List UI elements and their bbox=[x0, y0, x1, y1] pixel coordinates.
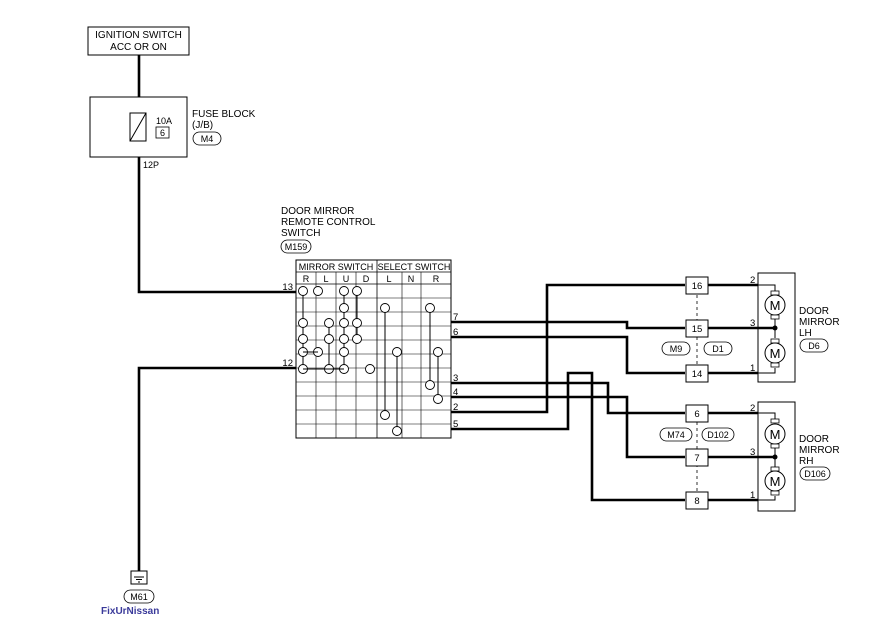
mirror-rh-label-line3: RH bbox=[799, 456, 813, 467]
mirror-lh-connector: D6 bbox=[808, 341, 820, 351]
rh-joint-connector: 6 7 8 M74 D102 bbox=[659, 404, 735, 510]
rh-joint-connector-a: M74 bbox=[667, 430, 685, 440]
svg-text:7: 7 bbox=[694, 453, 699, 464]
fuse-rating: 10A bbox=[156, 116, 172, 126]
svg-text:3: 3 bbox=[750, 447, 755, 458]
svg-text:1: 1 bbox=[750, 490, 755, 501]
lh-joint-connector-a: M9 bbox=[670, 344, 683, 354]
svg-text:8: 8 bbox=[694, 496, 699, 507]
fuse-block-terminal: 12P bbox=[143, 160, 159, 170]
svg-text:6: 6 bbox=[453, 327, 458, 338]
col-select-l: L bbox=[386, 274, 391, 284]
svg-text:16: 16 bbox=[692, 281, 703, 292]
switch-label: DOOR MIRROR REMOTE CONTROL SWITCH M159 bbox=[280, 206, 376, 254]
switch-contacts bbox=[298, 286, 443, 436]
mirror-lh-label-line1: DOOR bbox=[799, 306, 829, 317]
col-mirror-u: U bbox=[343, 274, 350, 284]
col-mirror-r: R bbox=[303, 274, 310, 284]
select-switch-header: SELECT SWITCH bbox=[378, 262, 451, 272]
ignition-switch: IGNITION SWITCH ACC OR ON bbox=[87, 26, 190, 56]
col-select-r: R bbox=[433, 274, 440, 284]
col-select-n: N bbox=[408, 274, 415, 284]
switch-label-line2: REMOTE CONTROL bbox=[281, 217, 376, 228]
switch-terminals: 13 12 7 6 3 4 2 5 bbox=[282, 282, 458, 430]
switch-label-line1: DOOR MIRROR bbox=[281, 206, 354, 217]
fuse-block-connector: M4 bbox=[201, 134, 214, 144]
col-mirror-d: D bbox=[363, 274, 370, 284]
mirror-rh-label-line1: DOOR bbox=[799, 434, 829, 445]
svg-text:3: 3 bbox=[453, 373, 458, 384]
rh-junction-dot bbox=[772, 454, 778, 460]
fuse-block: 10A 6 FUSE BLOCK (J/B) M4 12P bbox=[89, 96, 256, 170]
fuse-number: 6 bbox=[160, 128, 165, 138]
svg-text:M: M bbox=[770, 298, 781, 313]
svg-text:15: 15 bbox=[692, 324, 703, 335]
mirror-switch-header: MIRROR SWITCH bbox=[299, 262, 374, 272]
lh-joint-connector: 16 15 14 M9 D1 bbox=[661, 276, 733, 383]
mirror-lh-label-line2: MIRROR bbox=[799, 317, 840, 328]
fuse-block-label-line2: (J/B) bbox=[192, 120, 213, 131]
lh-joint-connector-b: D1 bbox=[712, 344, 724, 354]
mirror-lh-label-line3: LH bbox=[799, 328, 812, 339]
switch-connector: M159 bbox=[285, 242, 308, 252]
svg-text:4: 4 bbox=[453, 387, 458, 398]
fuse-block-label-line1: FUSE BLOCK bbox=[192, 109, 256, 120]
svg-text:12: 12 bbox=[282, 358, 293, 369]
svg-text:14: 14 bbox=[692, 369, 703, 380]
col-mirror-l: L bbox=[323, 274, 328, 284]
wiring-harness bbox=[137, 55, 775, 573]
mirror-rh-connector: D106 bbox=[804, 469, 826, 479]
svg-text:2: 2 bbox=[750, 403, 755, 414]
ignition-label-line1: IGNITION SWITCH bbox=[95, 30, 182, 41]
svg-text:2: 2 bbox=[750, 275, 755, 286]
svg-text:5: 5 bbox=[453, 419, 458, 430]
svg-text:13: 13 bbox=[282, 282, 293, 293]
ground-connector: M61 bbox=[130, 592, 148, 602]
lh-junction-dot bbox=[772, 325, 778, 331]
svg-text:M: M bbox=[770, 346, 781, 361]
svg-text:6: 6 bbox=[694, 409, 699, 420]
svg-text:1: 1 bbox=[750, 363, 755, 374]
svg-text:M: M bbox=[770, 427, 781, 442]
watermark: FixUrNissan bbox=[101, 606, 159, 617]
svg-text:7: 7 bbox=[453, 312, 458, 323]
ignition-label-line2: ACC OR ON bbox=[110, 42, 167, 53]
door-mirror-rh: M M 2 3 1 DOOR MIRROR RH D106 bbox=[750, 401, 840, 512]
ground: M61 bbox=[123, 570, 155, 604]
rh-joint-connector-b: D102 bbox=[707, 430, 729, 440]
svg-text:2: 2 bbox=[453, 402, 458, 413]
switch-table: MIRROR SWITCH SELECT SWITCH R L U D L N … bbox=[295, 259, 452, 439]
mirror-rh-label-line2: MIRROR bbox=[799, 445, 840, 456]
svg-text:M: M bbox=[770, 474, 781, 489]
switch-label-line3: SWITCH bbox=[281, 228, 320, 239]
svg-text:3: 3 bbox=[750, 318, 755, 329]
door-mirror-lh: M M 2 3 1 DOOR MIRROR LH D6 bbox=[750, 272, 840, 383]
